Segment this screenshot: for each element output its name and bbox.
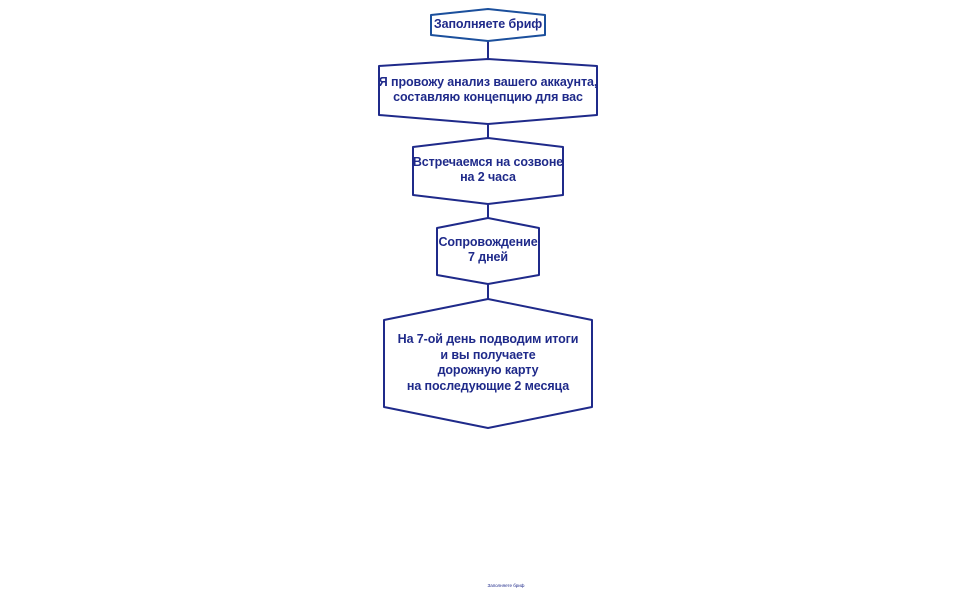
step-2-label: Я провожу анализ вашего аккаунта,составл… <box>378 66 598 114</box>
step-2-line: составляю концепцию для вас <box>379 90 597 106</box>
step-5-line: На 7-ой день подводим итоги <box>398 332 579 348</box>
emphasis-number: 2 <box>477 170 485 184</box>
emphasis-number: 7 <box>468 250 475 264</box>
step-1-label: Заполняете бриф <box>432 11 544 39</box>
text-segment: составляю концепцию для вас <box>393 90 583 104</box>
step-2-line: Я провожу анализ вашего аккаунта, <box>378 74 598 91</box>
text-segment: -ой день подводим итоги <box>423 332 579 346</box>
emphasis-number: 7 <box>416 332 424 346</box>
step-5-line: и вы получаете <box>398 348 579 364</box>
text-segment: дней <box>474 250 508 264</box>
step-4-line: Сопровождение <box>438 235 537 251</box>
text-segment: часа <box>484 170 516 184</box>
text-segment: На <box>397 332 417 346</box>
text-segment: месяца <box>521 378 570 393</box>
text-segment: дорожную карту <box>437 363 539 377</box>
text-segment: на <box>460 170 478 184</box>
text-segment: Сопровождение <box>438 234 538 249</box>
emphasis-number: 2 <box>514 378 522 393</box>
text-segment: на последующие <box>406 378 515 393</box>
step-4-shape <box>436 217 540 285</box>
text-segment: и вы получаете <box>440 347 536 362</box>
text-segment: Встречаемся на созвоне <box>412 154 564 169</box>
step-2-shape <box>378 58 598 125</box>
step-1-line: Заполняете бриф <box>434 17 542 33</box>
step-1-text: Заполняете бриф <box>434 17 542 33</box>
footer-caption: Заполняете бриф <box>487 583 525 588</box>
step-5-shape <box>383 298 593 429</box>
step-3-line: на 2 часа <box>413 170 563 186</box>
step-5-line: дорожную карту <box>398 363 579 379</box>
step-5-line: на последующие 2 месяца <box>398 379 579 395</box>
text-segment: Заполняете бриф <box>433 17 543 32</box>
step-4-line: 7 дней <box>438 250 537 266</box>
step-1-shape <box>430 8 546 42</box>
text-segment: Я провожу анализ вашего аккаунта, <box>378 74 598 89</box>
step-3-line: Встречаемся на созвоне <box>413 155 563 171</box>
step-3-shape <box>412 137 564 205</box>
step-2-text: Я провожу анализ вашего аккаунта,составл… <box>378 74 598 106</box>
